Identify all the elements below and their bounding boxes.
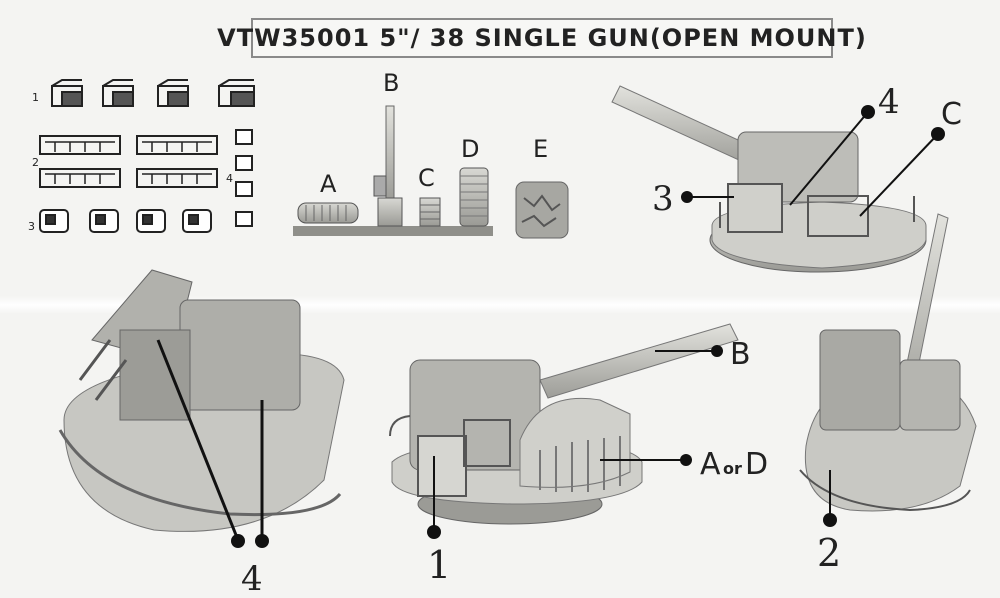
part-e-detail-parts bbox=[515, 181, 569, 239]
callout-label-4: 4 bbox=[878, 82, 900, 122]
pe-part-2 bbox=[39, 168, 121, 188]
callout-label-c: C bbox=[941, 97, 962, 132]
callouts-right: 2 bbox=[817, 470, 841, 575]
callout-label-4: 4 bbox=[241, 559, 263, 598]
callout-label-b: B bbox=[730, 337, 751, 372]
pe-row-number: 1 bbox=[32, 91, 39, 104]
callout-dot bbox=[255, 534, 269, 548]
pe-row-number: 2 bbox=[32, 156, 39, 169]
pe-part-1 bbox=[218, 79, 255, 107]
callouts-top-right: 3 4 C bbox=[652, 82, 962, 219]
pe-part-4 bbox=[235, 211, 253, 227]
pe-part-4 bbox=[235, 155, 253, 171]
pe-part-1 bbox=[157, 79, 189, 107]
callout-label-d: D bbox=[745, 447, 768, 482]
part-label-c: C bbox=[418, 164, 435, 192]
callout-label-2: 2 bbox=[817, 531, 841, 575]
callouts-left: 4 bbox=[156, 339, 269, 598]
resin-parts: A B C D E bbox=[293, 69, 569, 239]
callout-dot bbox=[823, 513, 837, 527]
assembly-view-left bbox=[58, 269, 345, 532]
pe-part-4 bbox=[235, 129, 253, 145]
callout-label-3: 3 bbox=[652, 179, 674, 219]
pe-row-number: 3 bbox=[28, 220, 35, 233]
part-c-sight bbox=[419, 197, 441, 227]
callout-dot bbox=[231, 534, 245, 548]
part-label-b: B bbox=[383, 69, 399, 97]
assembly-view-top-right bbox=[611, 85, 927, 273]
callout-label-1: 1 bbox=[427, 543, 451, 587]
pe-part-3 bbox=[39, 209, 69, 233]
pe-part-3 bbox=[136, 209, 166, 233]
callout-dot bbox=[427, 525, 441, 539]
pe-part-2 bbox=[136, 135, 218, 155]
assembly-view-right bbox=[799, 213, 977, 512]
photo-etch-fret: 1 2 3 4 bbox=[28, 79, 255, 233]
part-label-d: D bbox=[461, 135, 479, 163]
pe-part-1 bbox=[51, 79, 83, 107]
part-a-recoil-housing bbox=[297, 202, 359, 224]
pe-part-4 bbox=[235, 181, 253, 197]
callout-dot bbox=[711, 345, 723, 357]
pe-row-number: 4 bbox=[226, 172, 233, 185]
callout-label-or: or bbox=[723, 459, 742, 478]
callout-label-a: A bbox=[700, 447, 721, 482]
parts-base-strip bbox=[293, 226, 493, 236]
pe-part-2 bbox=[39, 135, 121, 155]
pe-part-1 bbox=[102, 79, 134, 107]
callout-dot bbox=[680, 454, 692, 466]
part-label-a: A bbox=[320, 170, 337, 198]
product-title: VTW35001 5"/ 38 SINGLE GUN(OPEN MOUNT) bbox=[217, 18, 866, 58]
callouts-center: B A or D 1 bbox=[427, 337, 768, 587]
pe-part-3 bbox=[89, 209, 119, 233]
pe-part-2 bbox=[136, 168, 218, 188]
pe-part-3 bbox=[182, 209, 212, 233]
part-d-recoil-housing bbox=[459, 167, 489, 227]
assembly-view-center bbox=[389, 323, 739, 525]
part-b-barrel bbox=[373, 105, 403, 227]
part-label-e: E bbox=[533, 135, 548, 163]
